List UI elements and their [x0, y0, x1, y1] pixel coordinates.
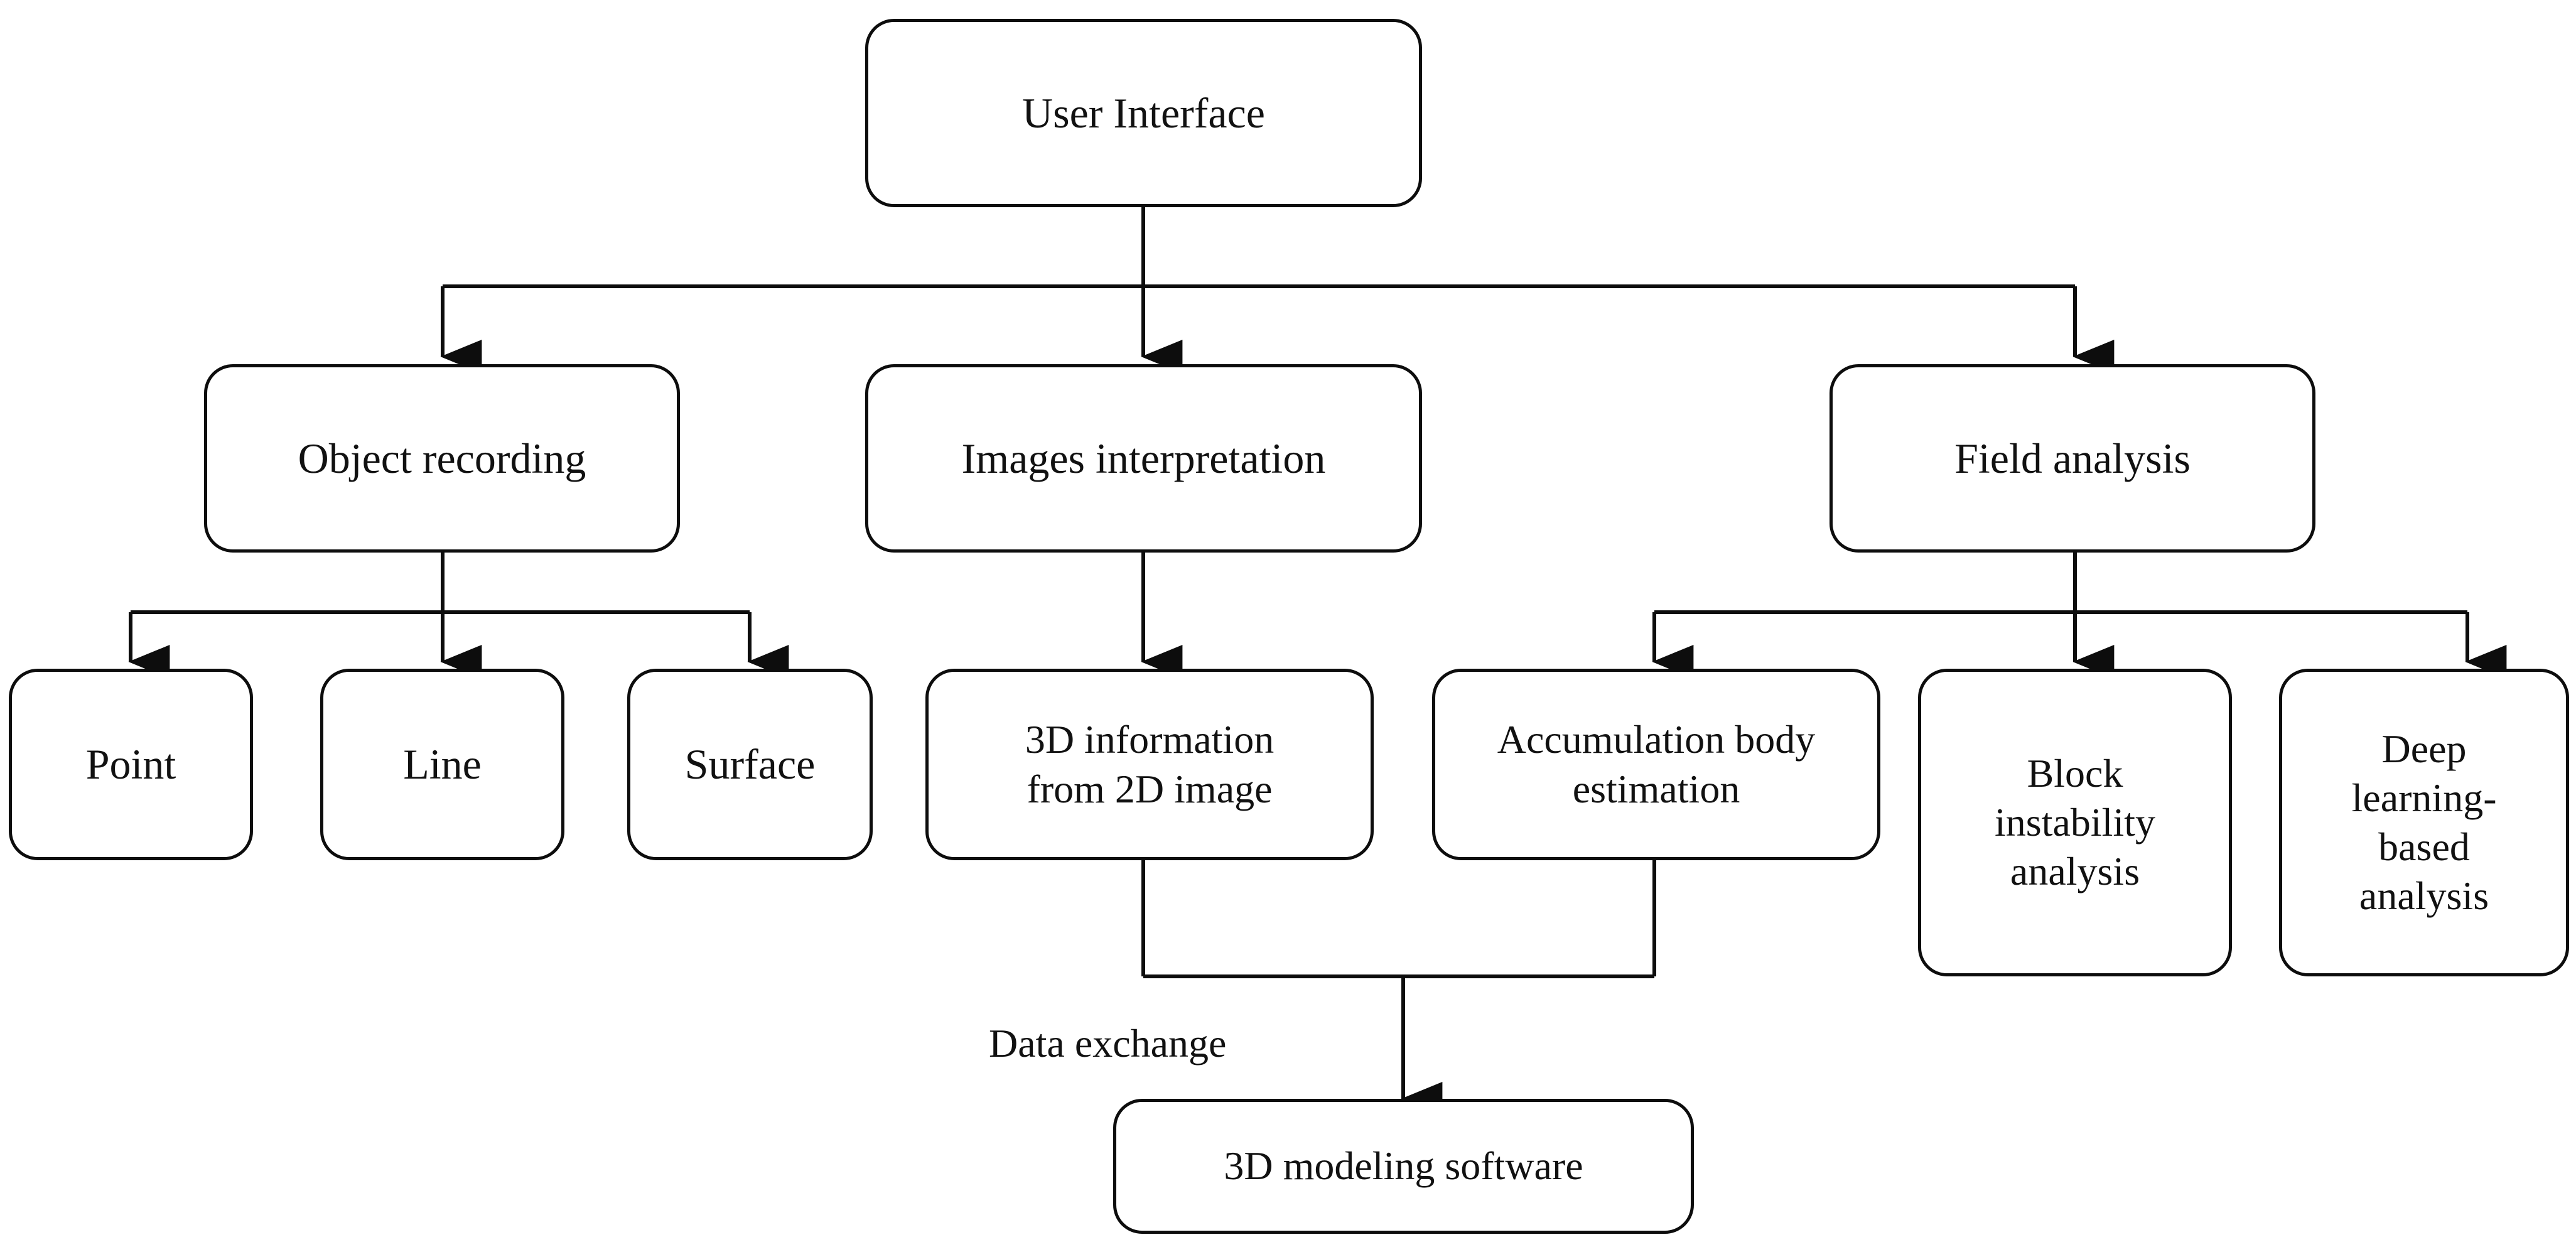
node-surface[interactable]: Surface: [627, 669, 873, 860]
node-3d-modeling-software-label: 3D modeling software: [1224, 1143, 1583, 1189]
node-field-analysis-label: Field analysis: [1954, 434, 2191, 482]
edge-label-data-exchange: Data exchange: [989, 1021, 1227, 1066]
node-line-label: Line: [403, 740, 482, 789]
node-3d-information-label: 3D information from 2D image: [1025, 717, 1275, 811]
node-images-interpretation-label: Images interpretation: [961, 434, 1326, 482]
node-point-label: Point: [85, 740, 176, 789]
node-line[interactable]: Line: [320, 669, 564, 860]
node-deep-learning-label: Deep learning- based analysis: [2351, 726, 2497, 919]
node-surface-label: Surface: [684, 740, 816, 789]
node-block-instability-analysis[interactable]: Block instability analysis: [1918, 669, 2232, 976]
node-3d-information-from-2d-image[interactable]: 3D information from 2D image: [925, 669, 1374, 860]
node-deep-learning-based-analysis[interactable]: Deep learning- based analysis: [2279, 669, 2569, 976]
node-block-instability-label: Block instability analysis: [1995, 750, 2155, 894]
node-user-interface-label: User Interface: [1022, 89, 1265, 137]
node-user-interface[interactable]: User Interface: [865, 19, 1422, 207]
node-accumulation-body-estimation[interactable]: Accumulation body estimation: [1432, 669, 1880, 860]
node-object-recording-label: Object recording: [298, 434, 586, 482]
node-object-recording[interactable]: Object recording: [204, 364, 680, 553]
node-accumulation-body-label: Accumulation body estimation: [1497, 717, 1816, 811]
node-field-analysis[interactable]: Field analysis: [1830, 364, 2315, 553]
node-3d-modeling-software[interactable]: 3D modeling software: [1113, 1099, 1694, 1234]
node-point[interactable]: Point: [9, 669, 253, 860]
node-images-interpretation[interactable]: Images interpretation: [865, 364, 1422, 553]
